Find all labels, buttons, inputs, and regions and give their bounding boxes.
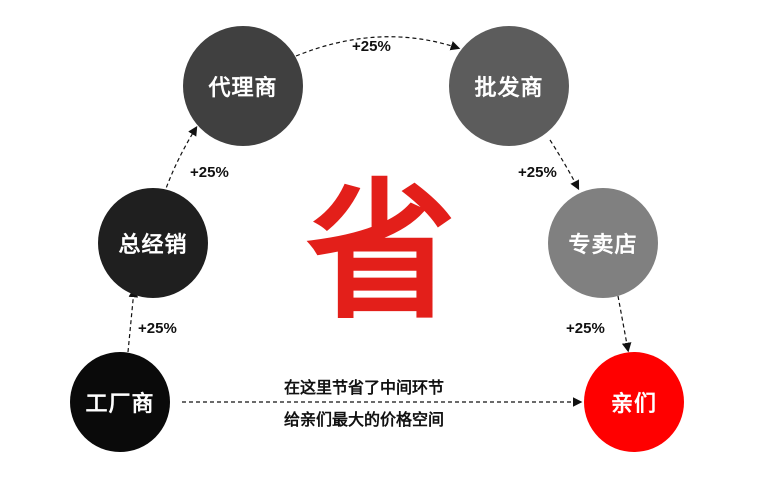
arrow-wholesaler-to-store xyxy=(549,139,580,191)
arrow-store-to-customer xyxy=(617,295,632,353)
markup-wholesaler-to-store: +25% xyxy=(518,164,557,181)
node-customer: 亲们 xyxy=(584,352,684,452)
markup-distributor-to-agent: +25% xyxy=(190,164,229,181)
center-character: 省 xyxy=(305,166,456,340)
markup-store-to-customer: +25% xyxy=(566,320,605,337)
arrow-distributor-to-agent xyxy=(163,125,198,195)
node-agent-label: 代理商 xyxy=(208,76,278,101)
direct-path-note-line1: 在这里节省了中间环节 xyxy=(284,378,445,397)
node-factory-label: 工厂商 xyxy=(85,392,155,417)
node-wholesaler: 批发商 xyxy=(449,26,569,146)
node-factory: 工厂商 xyxy=(70,352,170,452)
node-store-label: 专卖店 xyxy=(568,233,638,258)
node-agent: 代理商 xyxy=(183,26,303,146)
markup-factory-to-distributor: +25% xyxy=(138,320,177,337)
markup-agent-to-wholesaler: +25% xyxy=(352,38,391,55)
node-store: 专卖店 xyxy=(548,188,658,298)
node-customer-label: 亲们 xyxy=(610,392,657,417)
direct-path-note-line2: 给亲们最大的价格空间 xyxy=(284,410,445,429)
arrow-agent-to-wholesaler xyxy=(295,36,461,57)
node-wholesaler-label: 批发商 xyxy=(474,76,544,101)
node-distributor: 总经销 xyxy=(98,188,208,298)
node-distributor-label: 总经销 xyxy=(118,233,188,258)
arrow-factory-to-distributor xyxy=(127,287,139,353)
